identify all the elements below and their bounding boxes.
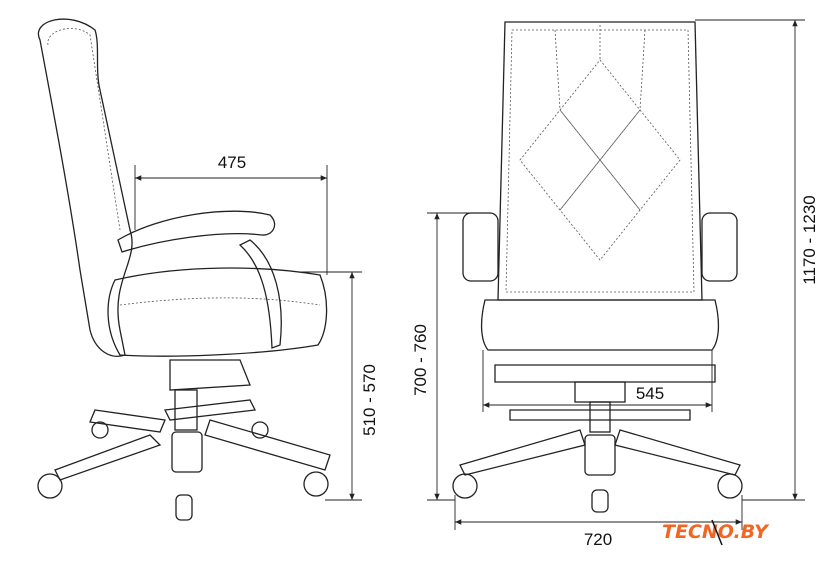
front-view-chair [452,21,743,513]
tecno-by-logo: TECNO.BY [662,519,770,546]
dimension-base-width: 720 [454,495,743,549]
armrest-height-label: 700 - 760 [411,324,430,396]
dimension-total-height: 1170 - 1230 [695,19,819,501]
dimension-seat-depth: 475 [134,153,328,275]
dimension-seat-width: 545 [482,350,713,412]
dimension-seat-height: 510 - 570 [300,271,379,501]
side-view-chair [37,18,331,521]
base-width-label: 720 [584,530,612,549]
seat-width-label: 545 [636,384,664,403]
total-height-label: 1170 - 1230 [800,195,819,284]
seat-height-label: 510 - 570 [360,364,379,436]
dimension-armrest-height: 700 - 760 [411,212,470,501]
seat-depth-label: 475 [218,153,246,172]
